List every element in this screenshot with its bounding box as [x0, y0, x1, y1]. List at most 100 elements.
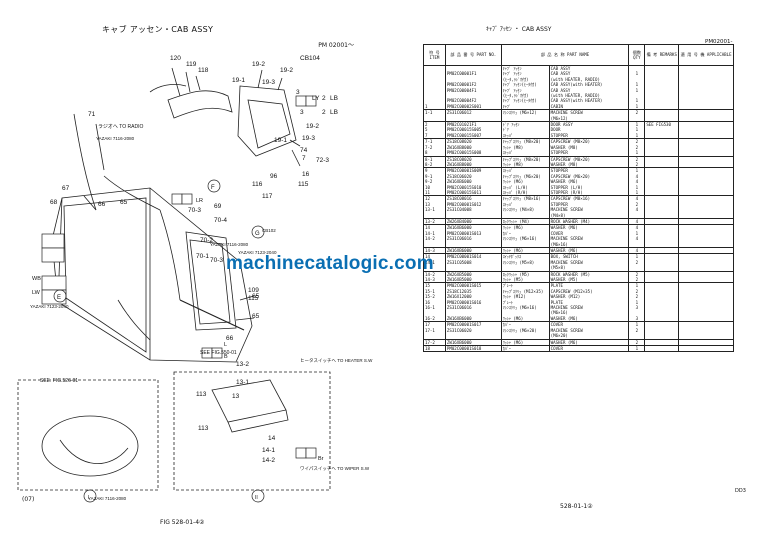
callout-number: 96: [270, 173, 278, 180]
table-row: (ﾋｰﾀ,ﾗｼﾞｵ付)(with HEATER, RADIO): [423, 93, 734, 99]
cell-applicable: [678, 305, 734, 311]
cell-part-name-jp: ｷｬｯﾌﾟｽｸﾘｭ (M8×20): [500, 138, 550, 145]
callout-number: 19-2: [306, 123, 319, 130]
page-mark: DD3: [735, 488, 746, 494]
cell-part-name-en: WASHER (M5): [548, 277, 630, 284]
cell-part-name-en: MACHINE SCREW: [548, 207, 630, 213]
cell-remarks: [644, 65, 680, 72]
cell-part-name-en: (M6×16): [548, 241, 630, 248]
see-reference-label: SEE. FIG.526-01: [40, 378, 78, 384]
cell-remarks: [644, 315, 680, 323]
parts-list-serial-code: PM02001-: [705, 39, 733, 45]
cell-part-name-en: STOPPER: [548, 132, 630, 140]
wire-code-label: LR: [196, 198, 203, 204]
cell-applicable: [678, 224, 734, 231]
cell-part-name-en: WASHER (M8): [548, 144, 630, 151]
cell-remarks: [644, 241, 680, 248]
cell-part-name-en: (with HEATER, RADIO): [548, 93, 630, 99]
cell-remarks: [644, 167, 680, 174]
cell-applicable: [678, 288, 734, 295]
cell-remarks: [644, 294, 680, 300]
cell-applicable: [678, 265, 734, 272]
callout-number: 14: [268, 435, 276, 442]
callout-number: 116: [252, 181, 263, 188]
cell-part-name-jp: ﾏｼﾝｽｸﾘｭ (M5×8): [500, 259, 550, 266]
cell-part-name-jp: ﾜｯｼｬ (M6): [500, 315, 550, 323]
see-reference-label: SEE FIG.550-01: [200, 350, 237, 356]
connector-ref-label: YAZAKI 7123-2040: [30, 304, 69, 309]
cell-applicable: [678, 294, 734, 300]
cell-remarks: [644, 184, 680, 190]
wire-code-label: L: [224, 342, 227, 348]
cell-part-name-jp: ﾜｯｼｬ (M8): [500, 161, 550, 169]
cell-applicable: [678, 315, 734, 323]
cell-part-name-en: WASHER (M6): [548, 224, 630, 231]
cell-part-name-jp: ｽｲｯﾁﾎﾞｯｸｽ: [500, 253, 550, 260]
parts-table: 符 号 ITEM 部 品 番 号 PART NO. 部 品 名 称 PART N…: [423, 44, 734, 353]
callout-number: 70-4: [214, 217, 227, 224]
cell-applicable: [678, 103, 734, 111]
cell-part-name-en: ROCK WASHER (M4): [548, 218, 630, 226]
column-header-part-name: 部 品 名 称 PART NAME: [500, 44, 630, 66]
page-number: (07): [22, 496, 35, 503]
callout-number: LB: [330, 95, 338, 102]
cell-part-name-en: STOPPER: [548, 201, 630, 208]
cell-part-name-en: MACHINE SCREW: [548, 259, 630, 266]
cell-applicable: [678, 71, 734, 77]
cell-remarks: [644, 265, 680, 272]
cell-remarks: [644, 156, 680, 162]
cell-part-name-jp: ｽﾄｯﾊﾟ: [500, 167, 550, 174]
table-row: (M6×16): [423, 310, 734, 316]
wire-code-label: LW: [32, 290, 41, 296]
cell-part-name-jp: ﾛｯｸﾜｯｼｬ (M5): [500, 271, 550, 278]
callout-number: LY: [312, 95, 320, 102]
cell-applicable: [678, 247, 734, 255]
cell-part-name-en: MACHINE SCREW: [548, 327, 630, 334]
cell-part-name-en: (M6×20): [548, 333, 630, 340]
cell-part-name-jp: ﾏｼﾝｽｸﾘｭ (M6×20): [500, 327, 550, 334]
cell-part-name-jp: ｷｬｯﾌﾟｽｸﾘｭ (M12×35): [500, 288, 550, 295]
cell-remarks: [644, 236, 680, 242]
cell-part-name-jp: ﾏｼﾝｽｸﾘｭ (M4×8): [500, 207, 550, 213]
cell-applicable: [678, 173, 734, 180]
cell-part-name-en: COVER: [548, 230, 630, 237]
cell-remarks: [644, 98, 680, 104]
cell-part-name-en: BOX, SWITCH: [548, 253, 630, 260]
callout-number: 115: [298, 181, 309, 188]
cell-remarks: [644, 144, 680, 151]
cell-applicable: [678, 150, 734, 157]
cell-part-name-jp: ﾏｼﾝｽｸﾘｭ (M6×16): [500, 305, 550, 311]
callout-number: 117: [262, 193, 273, 200]
cell-remarks: [644, 71, 680, 77]
cell-part-name-jp: ﾜｯｼｬ (M6): [500, 247, 550, 255]
cell-applicable: [678, 253, 734, 260]
cell-applicable: [678, 138, 734, 145]
cell-part-name-jp: ｽﾄｯﾊﾟ: [500, 201, 550, 208]
cell-part-name-en: COVER: [548, 321, 630, 328]
cell-remarks: [644, 271, 680, 278]
callout-number: 65: [120, 199, 128, 206]
cell-part-name-jp: (ﾋｰﾀ,ﾗｼﾞｵ付): [500, 76, 550, 83]
callout-number: 2: [322, 95, 326, 102]
figure-number: FIG 528-01-4②: [160, 519, 205, 526]
cell-part-name-jp: ｷｬﾌﾞ ｱｯｾﾝ: [500, 65, 550, 72]
cell-applicable: [678, 65, 734, 72]
cell-part-name-jp: ﾜｯｼｬ (M6): [500, 224, 550, 231]
cell-part-name-en: PLATE: [548, 282, 630, 289]
